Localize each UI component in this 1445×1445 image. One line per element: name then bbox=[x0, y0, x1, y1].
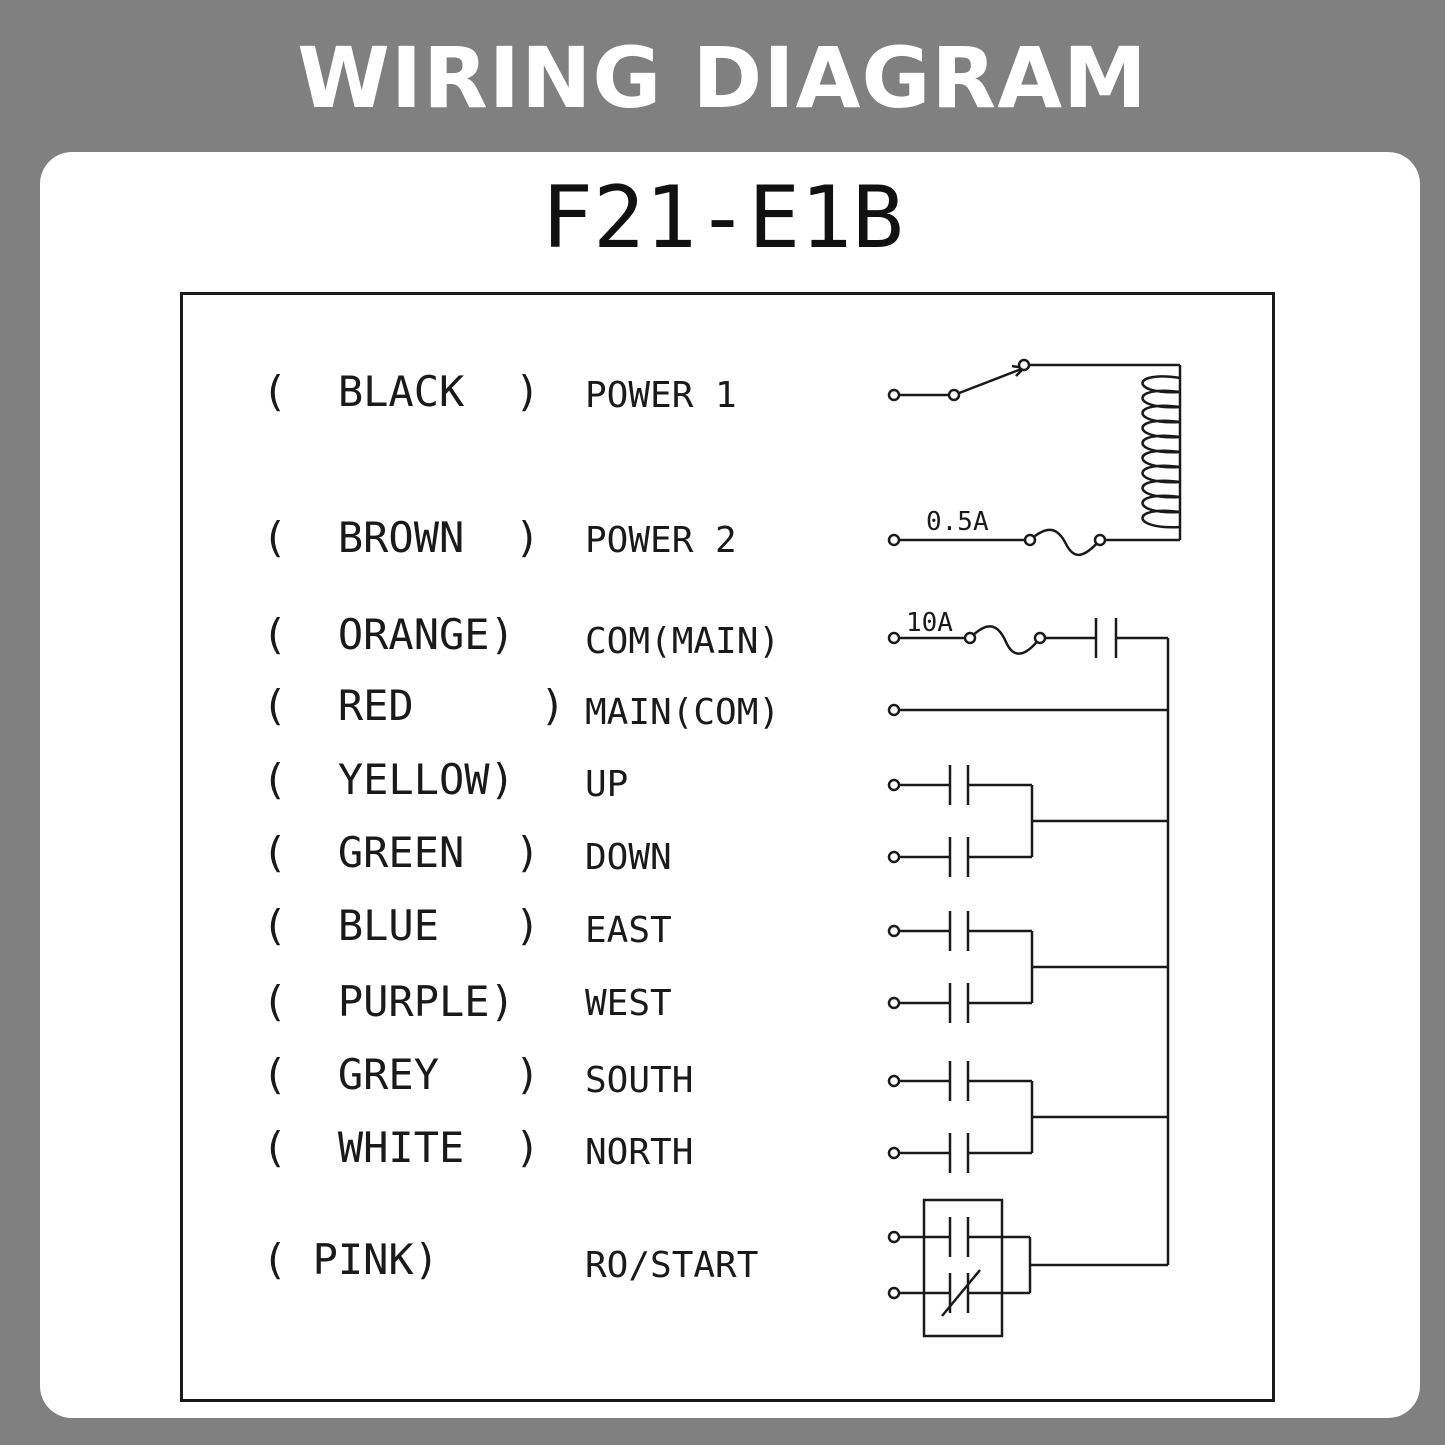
function-label-west: WEST bbox=[585, 983, 672, 1024]
wire-label-grey: ( GREY ) bbox=[262, 1050, 541, 1099]
wire-label-blue: ( BLUE ) bbox=[262, 901, 541, 950]
function-label-south: SOUTH bbox=[585, 1060, 694, 1101]
terminal-west bbox=[887, 996, 901, 1010]
south-north-contacts bbox=[887, 1061, 1168, 1173]
function-label-power-1: POWER 1 bbox=[585, 375, 737, 416]
function-label-com-main: COM(MAIN) bbox=[585, 621, 781, 662]
wire-label-white: ( WHITE ) bbox=[262, 1123, 541, 1172]
terminal-main-com bbox=[887, 703, 901, 717]
terminal-power-1 bbox=[887, 388, 901, 402]
wire-label-red: ( RED ) bbox=[262, 681, 566, 730]
banner-title: WIRING DIAGRAM bbox=[297, 29, 1148, 127]
wire-label-orange: ( ORANGE) bbox=[262, 610, 515, 659]
terminal-up bbox=[887, 778, 901, 792]
wire-label-green: ( GREEN ) bbox=[262, 828, 541, 877]
coil-symbol bbox=[1141, 365, 1182, 540]
function-label-ro-start: RO/START bbox=[585, 1245, 759, 1286]
diagram-card bbox=[40, 152, 1420, 1418]
model-title: F21-E1B bbox=[541, 168, 904, 268]
function-label-north: NORTH bbox=[585, 1132, 694, 1173]
diagram-frame bbox=[180, 292, 1275, 1402]
fuse-rating-main: 10A bbox=[906, 608, 953, 638]
terminal-north bbox=[887, 1146, 901, 1160]
wire-label-black: ( BLACK ) bbox=[262, 367, 541, 416]
main-com-line bbox=[887, 703, 1168, 717]
terminal-south bbox=[887, 1074, 901, 1088]
function-label-east: EAST bbox=[585, 910, 672, 951]
power-2-fuse bbox=[887, 528, 1180, 556]
ro-start-contacts bbox=[887, 1198, 1168, 1338]
function-label-down: DOWN bbox=[585, 837, 672, 878]
power-1-switch bbox=[887, 358, 1180, 402]
function-label-main-com: MAIN(COM) bbox=[585, 692, 781, 733]
up-down-contacts bbox=[887, 765, 1168, 877]
terminal-ro-start-1 bbox=[887, 1230, 901, 1244]
terminal-east bbox=[887, 924, 901, 938]
wire-label-purple: ( PURPLE) bbox=[262, 977, 515, 1026]
function-label-power-2: POWER 2 bbox=[585, 520, 737, 561]
terminal-down bbox=[887, 850, 901, 864]
terminal-ro-start-2 bbox=[887, 1286, 901, 1300]
terminal-com-main bbox=[887, 631, 901, 645]
wire-label-brown: ( BROWN ) bbox=[262, 513, 541, 562]
fuse-rating-coil: 0.5A bbox=[926, 507, 989, 537]
wire-label-yellow: ( YELLOW) bbox=[262, 755, 515, 804]
wire-label-pink: ( PINK) bbox=[262, 1235, 440, 1284]
com-main-branch bbox=[887, 618, 1170, 1265]
terminal-power-2 bbox=[887, 533, 901, 547]
function-label-up: UP bbox=[585, 764, 629, 805]
east-west-contacts bbox=[887, 911, 1168, 1023]
